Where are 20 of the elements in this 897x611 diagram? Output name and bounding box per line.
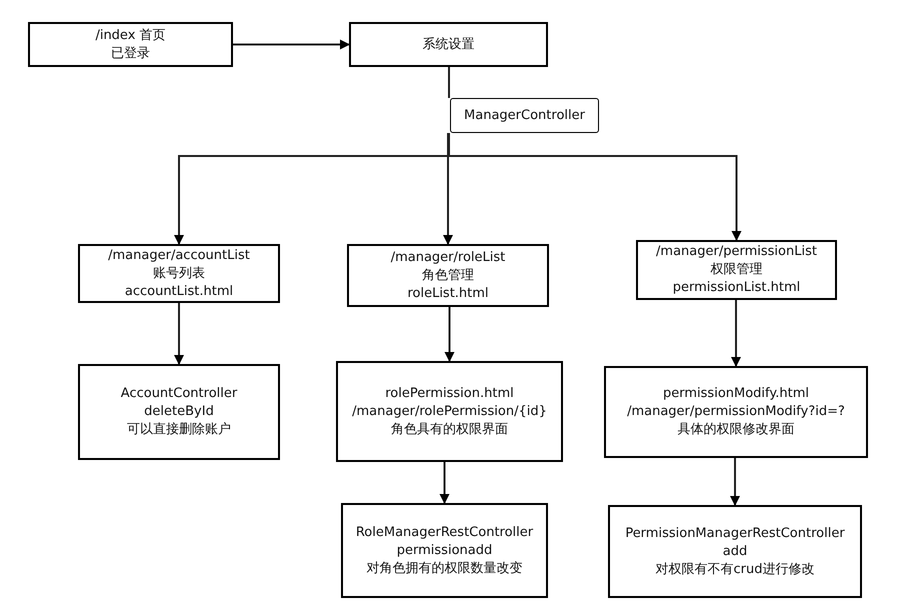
arrow [444,307,454,362]
process-box: PermissionManagerRestController add 对权限有不有crud进行修改 [608,505,862,598]
process-box: AccountController deleteById 可以直接删除账户 [78,364,280,460]
page-box: /index 首页 已登录 [28,22,233,67]
process-box: /manager/accountList 账号列表 accountList.html [78,244,280,303]
page-box: 系统设置 [349,22,548,67]
arrow [730,458,740,506]
arrow [440,462,450,504]
arrow [233,40,350,50]
connector-line [448,67,450,98]
process-box: /manager/permissionList 权限管理 permissionList.html [636,240,837,300]
controller-box: ManagerController [450,98,599,133]
process-box: rolePermission.html /manager/rolePermission/{id} 角色具有的权限界面 [336,361,563,462]
process-box: /manager/roleList 角色管理 roleList.html [347,244,549,307]
arrow [448,133,742,241]
arrow [174,303,184,365]
process-box: RoleManagerRestController permissionadd 对角色拥有的权限数量改变 [341,503,548,598]
arrow [443,133,453,245]
arrow [731,300,741,367]
process-box: permissionModify.html /manager/permissionModify?id=? 具体的权限修改界面 [604,366,868,458]
